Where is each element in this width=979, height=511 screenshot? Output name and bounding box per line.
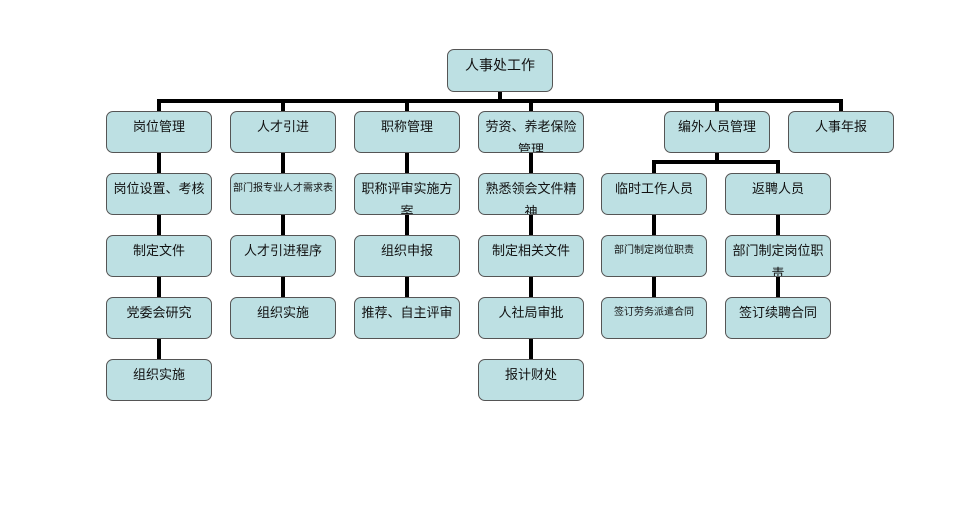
- root-node[interactable]: 人事处工作: [447, 49, 553, 92]
- node[interactable]: 签订劳务派遣合同: [601, 297, 707, 339]
- node-label: 党委会研究: [126, 306, 192, 321]
- node[interactable]: 岗位设置、考核: [106, 173, 212, 215]
- node-label: 职称管理: [380, 120, 433, 135]
- node[interactable]: 组织实施: [230, 297, 336, 339]
- node-label: 劳资、养老保险管理: [485, 120, 577, 153]
- node-label: 部门制定岗位职责: [732, 244, 824, 277]
- node-position-management[interactable]: 岗位管理: [106, 111, 212, 153]
- node[interactable]: 制定相关文件: [478, 235, 584, 277]
- node-label: 返聘人员: [751, 182, 804, 197]
- node-label: 临时工作人员: [614, 182, 693, 197]
- node-annual-report[interactable]: 人事年报: [788, 111, 894, 153]
- node-label: 岗位设置、考核: [113, 182, 205, 197]
- node[interactable]: 人社局审批: [478, 297, 584, 339]
- root-label: 人事处工作: [465, 58, 535, 74]
- node-label: 职称评审实施方案: [361, 182, 453, 215]
- node[interactable]: 推荐、自主评审: [354, 297, 460, 339]
- node-talent-recruitment[interactable]: 人才引进: [230, 111, 336, 153]
- node-label: 部门报专业人才需求表: [233, 183, 333, 194]
- node-wage-pension[interactable]: 劳资、养老保险管理: [478, 111, 584, 153]
- node[interactable]: 组织实施: [106, 359, 212, 401]
- node-label: 签订劳务派遣合同: [614, 307, 694, 318]
- node[interactable]: 报计财处: [478, 359, 584, 401]
- node[interactable]: 党委会研究: [106, 297, 212, 339]
- node-title-management[interactable]: 职称管理: [354, 111, 460, 153]
- node[interactable]: 人才引进程序: [230, 235, 336, 277]
- node[interactable]: 部门制定岗位职责: [601, 235, 707, 277]
- node[interactable]: 部门制定岗位职责: [725, 235, 831, 277]
- node-label: 推荐、自主评审: [361, 306, 453, 321]
- node[interactable]: 熟悉领会文件精神: [478, 173, 584, 215]
- node-label: 人社局审批: [498, 306, 564, 321]
- node-contract-staff[interactable]: 编外人员管理: [664, 111, 770, 153]
- node[interactable]: 职称评审实施方案: [354, 173, 460, 215]
- node[interactable]: 制定文件: [106, 235, 212, 277]
- node-label: 组织申报: [380, 244, 433, 259]
- node-label: 编外人员管理: [677, 120, 756, 135]
- node-label: 岗位管理: [132, 120, 185, 135]
- node-label: 组织实施: [256, 306, 309, 321]
- node-temp-staff[interactable]: 临时工作人员: [601, 173, 707, 215]
- node-label: 报计财处: [504, 368, 557, 383]
- node-label: 制定文件: [132, 244, 185, 259]
- node-label: 组织实施: [132, 368, 185, 383]
- node-label: 熟悉领会文件精神: [485, 182, 577, 215]
- node-rehired-staff[interactable]: 返聘人员: [725, 173, 831, 215]
- node-label: 制定相关文件: [491, 244, 570, 259]
- node-label: 签订续聘合同: [738, 306, 817, 321]
- node[interactable]: 组织申报: [354, 235, 460, 277]
- node-label: 人事年报: [814, 120, 867, 135]
- node-label: 人才引进程序: [243, 244, 322, 259]
- node-label: 部门制定岗位职责: [614, 245, 694, 256]
- node-label: 人才引进: [256, 120, 309, 135]
- node[interactable]: 部门报专业人才需求表: [230, 173, 336, 215]
- node[interactable]: 签订续聘合同: [725, 297, 831, 339]
